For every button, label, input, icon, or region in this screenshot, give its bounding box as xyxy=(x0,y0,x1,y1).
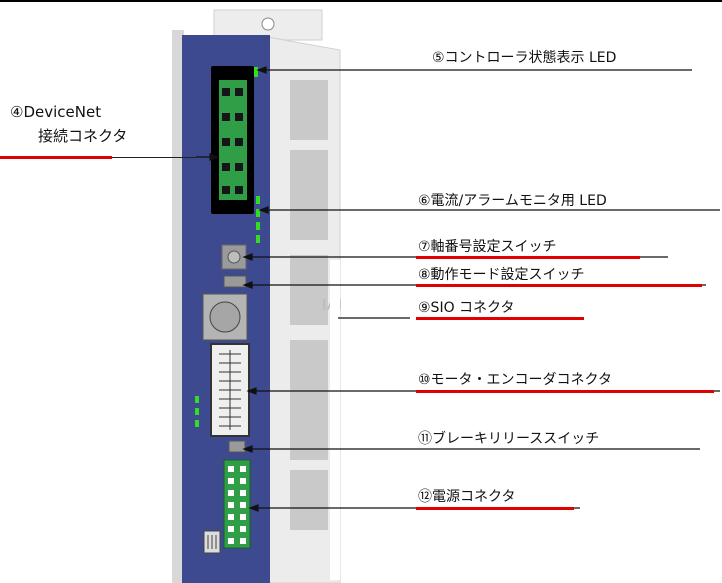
brake-release-switch xyxy=(228,440,246,453)
mode-switch-underline xyxy=(416,284,702,287)
label-sio-connector: ⑨SIO コネクタ xyxy=(418,300,515,316)
label-devicenet-line2: 接続コネクタ xyxy=(38,127,128,145)
label-motor-encoder-connector: ⑩モータ・エンコーダコネクタ xyxy=(418,372,612,388)
current-alarm-leds xyxy=(256,196,260,243)
power-connector xyxy=(223,459,251,549)
label-mode-switch: ⑧動作モード設定スイッチ xyxy=(418,267,585,283)
mode-switch xyxy=(223,275,247,288)
axis-switch-underline xyxy=(416,256,640,259)
label-axis-switch: ⑦軸番号設定スイッチ xyxy=(418,239,557,255)
label-current-alarm-led: ⑥電流/アラームモニタ用 LED xyxy=(418,193,607,209)
left-edge xyxy=(172,30,184,583)
side-leds xyxy=(195,396,199,427)
label-controller-led: ⑤コントローラ状態表示 LED xyxy=(432,50,617,66)
label-devicenet-line1: ④DeviceNet xyxy=(10,103,102,121)
heat-fins xyxy=(290,80,328,530)
controller-status-led xyxy=(254,67,258,77)
sio-underline xyxy=(416,317,584,320)
power-connector-underline xyxy=(416,507,574,510)
motor-encoder-underline xyxy=(416,390,714,393)
devicenet-underline xyxy=(0,156,112,159)
label-brake-release-switch: ⑪ブレーキリリーススイッチ xyxy=(418,431,600,447)
mounting-hole xyxy=(261,17,275,31)
label-power-connector: ⑫電源コネクタ xyxy=(418,489,516,505)
